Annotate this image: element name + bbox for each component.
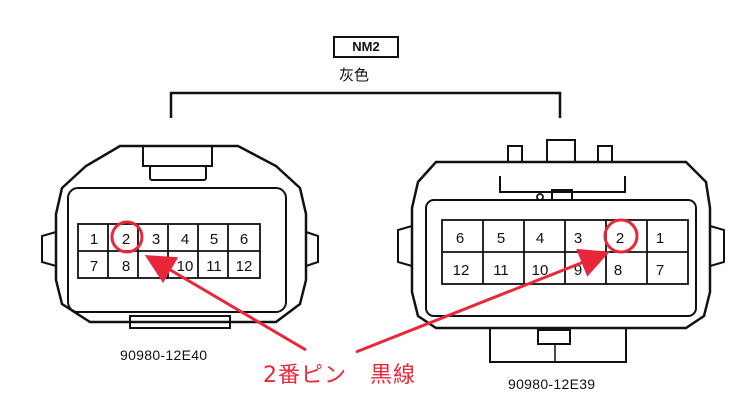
pin-number: 2	[122, 231, 130, 248]
pin-number: 5	[210, 231, 218, 248]
pin-number: 6	[240, 231, 248, 248]
pin-number: 12	[453, 262, 470, 279]
annotation-arrow-right	[355, 248, 610, 354]
bracket-line	[169, 91, 562, 118]
right-connector-housing	[397, 139, 725, 363]
pin-number: 7	[90, 258, 98, 275]
right-pin-row-1: 6 5 4 3 2 1	[456, 230, 664, 247]
left-pin-row-1: 1 2 3 4 5 6	[90, 231, 248, 248]
pin2-highlight-left	[110, 220, 144, 254]
pin-number: 4	[536, 230, 544, 247]
pin-number: 1	[90, 231, 98, 248]
pin-number: 3	[574, 230, 582, 247]
pin2-highlight-right	[603, 218, 639, 254]
pin-number: 11	[206, 258, 222, 275]
pin-number: 2	[616, 230, 624, 247]
wire-color-label: 灰色	[339, 66, 370, 84]
pin-number: 4	[181, 231, 189, 248]
annotation-arrow-left	[144, 254, 307, 352]
pin-number: 7	[656, 262, 664, 279]
left-pin-row-2: 7 8 10 11 12	[90, 258, 253, 275]
pin-number: 8	[614, 262, 622, 279]
pin-number: 12	[236, 258, 253, 275]
connector-code-label: NM2	[333, 36, 399, 58]
right-pin-grid	[441, 219, 689, 285]
pin-number: 3	[152, 231, 160, 248]
right-part-number: 90980-12E39	[508, 376, 596, 392]
pin-number: 6	[456, 230, 464, 247]
pin-number: 10	[177, 258, 194, 275]
pin-annotation: 2番ピン 黒線	[263, 363, 416, 388]
left-connector-housing	[41, 144, 319, 329]
pin-number: 8	[122, 258, 130, 275]
pin-number: 11	[493, 262, 509, 279]
pin-number: 10	[532, 262, 549, 279]
pin-number: 5	[497, 230, 505, 247]
pin-number: 1	[656, 230, 664, 247]
left-part-number: 90980-12E40	[120, 347, 208, 363]
